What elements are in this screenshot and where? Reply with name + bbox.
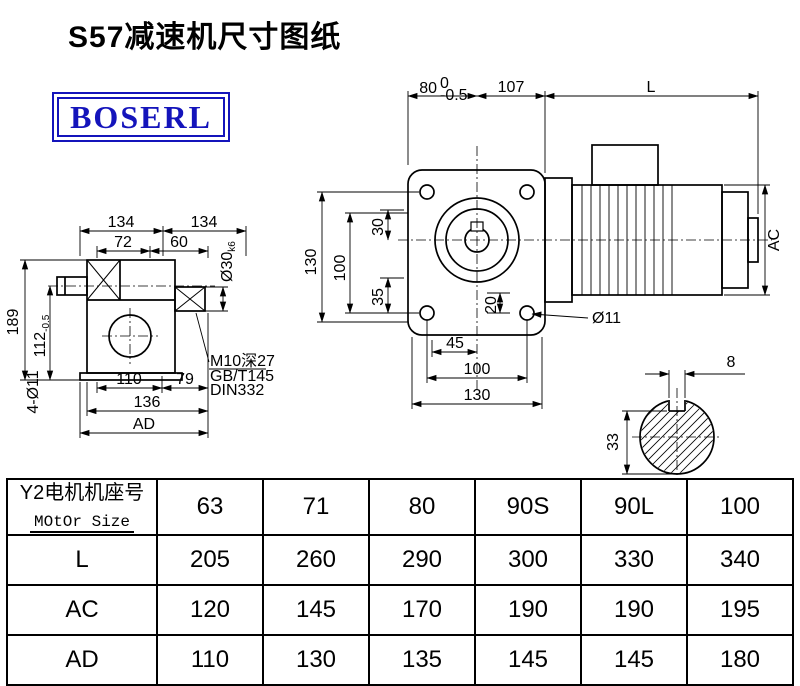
row-label-l: L bbox=[6, 534, 158, 586]
left-view-centerlines bbox=[48, 285, 215, 364]
dim-134-right: 134 bbox=[191, 214, 218, 231]
dim-33: 33 bbox=[605, 433, 622, 451]
col-header-90s: 90S bbox=[474, 478, 582, 536]
table-cell: 195 bbox=[686, 584, 794, 636]
dim-80-tol-lower: -0.5 bbox=[440, 87, 468, 104]
dim-112-tol: 112-0.5 bbox=[32, 314, 52, 357]
front-view-centerlines bbox=[398, 146, 772, 396]
dim-20: 20 bbox=[483, 296, 500, 314]
col-header-100: 100 bbox=[686, 478, 794, 536]
dim-o30k6: Ø30k6 bbox=[219, 241, 238, 282]
dim-72: 72 bbox=[114, 234, 132, 251]
table-cell: 300 bbox=[474, 534, 582, 586]
table-cell: 135 bbox=[368, 634, 476, 686]
col-header-63: 63 bbox=[156, 478, 264, 536]
table-cell: 260 bbox=[262, 534, 370, 586]
table-cell: 145 bbox=[262, 584, 370, 636]
dim-189: 189 bbox=[5, 309, 22, 336]
motor-size-table: Y2电机机座号 MOtOr Size 63 71 80 90S 90L 100 … bbox=[6, 478, 794, 686]
table-row-l: L 205 260 290 300 330 340 bbox=[6, 534, 794, 586]
dim-134-left: 134 bbox=[108, 214, 135, 231]
front-view-labels: 80 0 -0.5 107 L 130 100 30 35 20 45 100 … bbox=[303, 75, 783, 404]
table-cell: 170 bbox=[368, 584, 476, 636]
dim-o11: Ø11 bbox=[592, 310, 621, 327]
table-cell: 145 bbox=[580, 634, 688, 686]
table-cell: 110 bbox=[156, 634, 264, 686]
technical-drawing: 134 134 72 60 189 112-0.5 110 79 136 AD … bbox=[5, 75, 783, 477]
dim-ac: AC bbox=[766, 229, 783, 251]
dim-45: 45 bbox=[446, 335, 464, 352]
table-row-ac: AC 120 145 170 190 190 195 bbox=[6, 584, 794, 636]
row-label-ad: AD bbox=[6, 634, 158, 686]
shaft-centerlines bbox=[632, 388, 722, 477]
dim-80-tol-upper: 0 bbox=[440, 75, 449, 92]
dim-79: 79 bbox=[176, 371, 194, 388]
shaft-section: 8 33 bbox=[605, 354, 745, 477]
table-cell: 180 bbox=[686, 634, 794, 686]
shaft-dimension-lines bbox=[622, 370, 745, 475]
table-row-ad: AD 110 130 135 145 145 180 bbox=[6, 634, 794, 686]
table-cell: 340 bbox=[686, 534, 794, 586]
table-cell: 330 bbox=[580, 534, 688, 586]
dim-110: 110 bbox=[116, 371, 142, 388]
thread-note-3: DIN332 bbox=[210, 382, 264, 399]
col-header-80: 80 bbox=[368, 478, 476, 536]
col-header-71: 71 bbox=[262, 478, 370, 536]
brand-logo-text: BOSERL bbox=[57, 97, 225, 137]
table-cell: 145 bbox=[474, 634, 582, 686]
thread-note-2: GB/T145 bbox=[210, 368, 274, 385]
dim-30: 30 bbox=[370, 218, 387, 236]
thread-note-1: M10深27 bbox=[210, 352, 275, 370]
page-title: S57减速机尺寸图纸 bbox=[68, 21, 342, 54]
table-cell: 190 bbox=[580, 584, 688, 636]
front-view-dimension-lines bbox=[317, 91, 770, 409]
dim-107: 107 bbox=[498, 79, 525, 96]
dim-136: 136 bbox=[134, 394, 161, 411]
shaft-hatching bbox=[641, 401, 713, 473]
dim-ad: AD bbox=[133, 416, 155, 433]
dim-130-bottom: 130 bbox=[464, 387, 491, 404]
left-view-outline bbox=[56, 259, 206, 381]
dim-100-bottom: 100 bbox=[464, 361, 491, 378]
dim-l: L bbox=[647, 79, 656, 96]
dim-4xo11: 4-Ø11 bbox=[25, 370, 42, 413]
dim-80: 80 bbox=[419, 80, 437, 97]
dim-130-left: 130 bbox=[303, 249, 320, 276]
header-cn: Y2电机机座号 bbox=[19, 482, 145, 504]
table-cell: 190 bbox=[474, 584, 582, 636]
table-header-row: Y2电机机座号 MOtOr Size 63 71 80 90S 90L 100 bbox=[6, 478, 794, 536]
dim-35: 35 bbox=[370, 288, 387, 306]
left-view-labels: 134 134 72 60 189 112-0.5 110 79 136 AD … bbox=[5, 214, 275, 433]
table-cell: 205 bbox=[156, 534, 264, 586]
table-cell: 290 bbox=[368, 534, 476, 586]
header-en: MOtOr Size bbox=[29, 513, 134, 533]
col-header-90l: 90L bbox=[580, 478, 688, 536]
table-header-cell: Y2电机机座号 MOtOr Size bbox=[6, 478, 158, 536]
dim-8: 8 bbox=[727, 354, 736, 371]
row-label-ac: AC bbox=[6, 584, 158, 636]
left-view-dimension-lines bbox=[20, 226, 266, 438]
dim-60: 60 bbox=[170, 234, 188, 251]
table-cell: 120 bbox=[156, 584, 264, 636]
brand-logo: BOSERL bbox=[52, 92, 230, 142]
table-cell: 130 bbox=[262, 634, 370, 686]
dim-100-left: 100 bbox=[332, 255, 349, 282]
